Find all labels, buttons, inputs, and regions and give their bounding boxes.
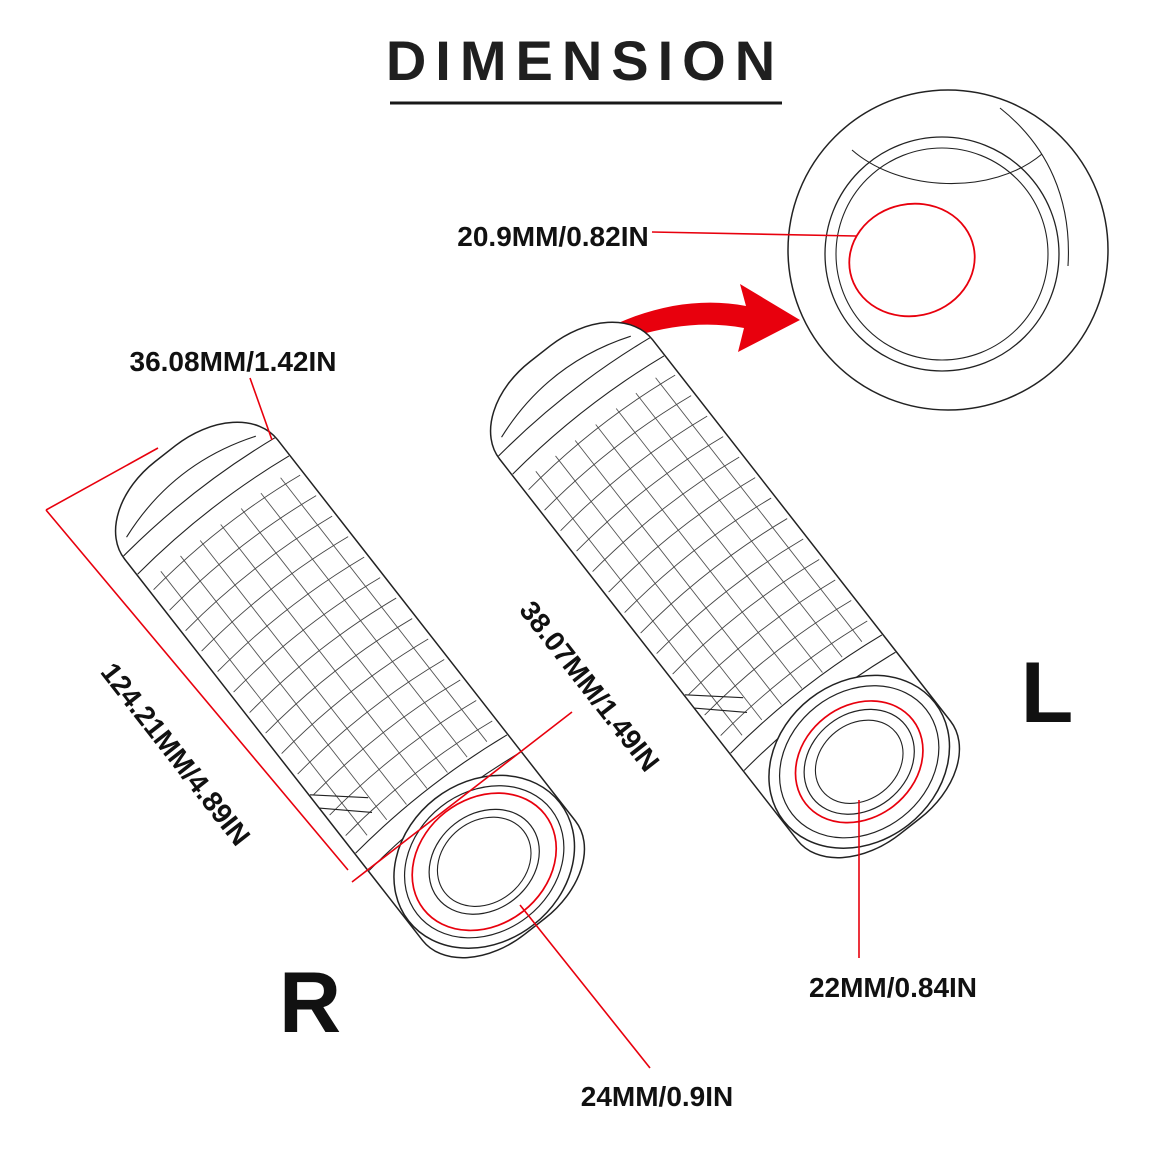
- end-diameter-line: [351, 711, 573, 883]
- cap-diameter-leader-line: [651, 231, 857, 237]
- detail-inner-ring-2: [835, 147, 1049, 361]
- detail-cap-curve-right: [999, 107, 1069, 267]
- detail-cap-curve-top: [851, 149, 1043, 185]
- grip-left-letter: L: [1021, 645, 1074, 741]
- grip-right-face: [393, 774, 576, 949]
- grip-right-bore-outer: [428, 808, 540, 915]
- cap-diameter-label: 20.9MM/0.82IN: [457, 221, 648, 252]
- length-dimension-line: [45, 509, 349, 871]
- grip-outer-label: 36.08MM/1.42IN: [130, 346, 337, 377]
- grip-left-face: [768, 674, 951, 849]
- detail-inner-ring-1: [824, 136, 1060, 372]
- right-bore-leader-line: [519, 904, 651, 1069]
- length-extension-line: [45, 447, 159, 511]
- grip-left-face-rim: [778, 685, 940, 839]
- detail-view: [787, 89, 1109, 411]
- detail-bore-ellipse: [848, 202, 976, 318]
- grip-left-face-outer: [768, 674, 951, 849]
- left-bore-label: 22MM/0.84IN: [809, 972, 977, 1003]
- grip-right-face-red-ring: [411, 792, 558, 932]
- grip-outer-leader-line: [249, 377, 273, 441]
- grip-right-face-rim: [403, 785, 565, 939]
- right-bore-label: 24MM/0.9IN: [581, 1081, 734, 1112]
- grip-right-bore-inner: [436, 816, 532, 907]
- grip-left-bore-inner: [814, 719, 904, 804]
- page-title: DIMENSION: [386, 29, 784, 92]
- grip-left: [464, 294, 986, 886]
- grip-right-letter: R: [279, 955, 341, 1051]
- grip-right: [89, 394, 611, 986]
- zoom-arrow-icon: [600, 284, 800, 352]
- dimension-lines: [45, 231, 860, 1069]
- grip-left-bore-outer: [803, 708, 915, 815]
